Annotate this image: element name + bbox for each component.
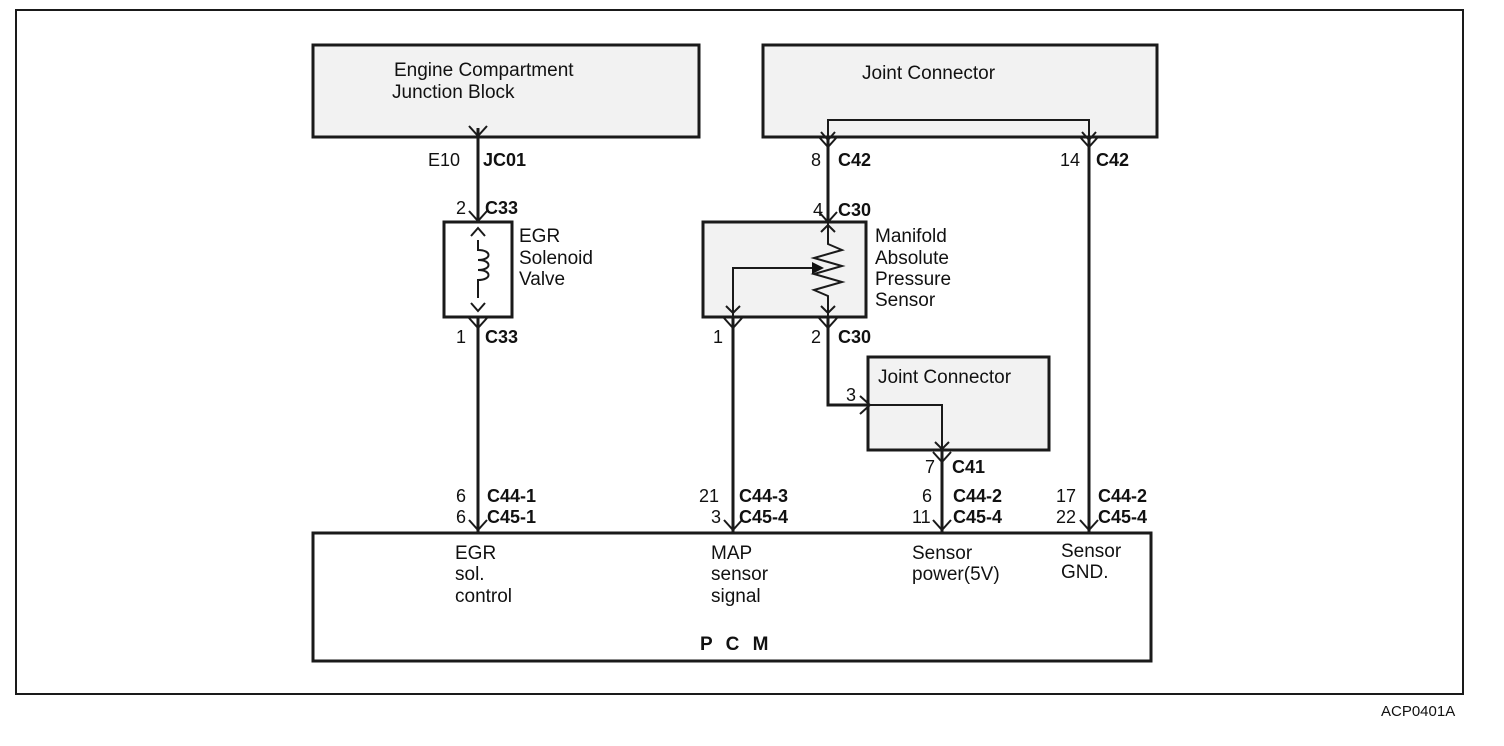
- pin-c33-top-num: 2: [456, 198, 466, 218]
- egr-valve-label-1: EGR: [519, 226, 560, 247]
- pin-c42-left-num: 8: [811, 150, 821, 170]
- pin-c30-top-num: 4: [813, 200, 823, 220]
- pin-c41-num: 7: [925, 457, 935, 477]
- connector-jc01: JC01: [483, 150, 526, 170]
- pcm-block: [311, 531, 1153, 663]
- connector-c33-bot: C33: [485, 327, 518, 347]
- egr-valve-label-3: Valve: [519, 269, 565, 290]
- sensor-ground-wire: [1079, 136, 1099, 533]
- joint-connector-small-label: Joint Connector: [878, 367, 1012, 388]
- connector-gnd-c45: C45-4: [1098, 507, 1147, 527]
- pin-joint-3: 3: [846, 385, 856, 405]
- pcm-egr-label-1: EGR: [455, 543, 496, 564]
- pin-egr-c44-num: 6: [456, 486, 466, 506]
- connector-c30-top: C30: [838, 200, 871, 220]
- pin-gnd-c44-num: 17: [1056, 486, 1076, 506]
- connector-c42-right: C42: [1096, 150, 1129, 170]
- connector-pwr-c45: C45-4: [953, 507, 1002, 527]
- map-sensor-box: [701, 220, 868, 319]
- diagram-frame: [15, 9, 1464, 695]
- map-signal-wire: [723, 317, 743, 533]
- egr-valve-label-2: Solenoid: [519, 248, 593, 269]
- pin-map-c45-num: 3: [711, 507, 721, 527]
- figure-reference-code: ACP0401A: [1381, 703, 1455, 720]
- pcm-gnd-label-1: Sensor: [1061, 541, 1122, 562]
- pin-map-c44-num: 21: [699, 486, 719, 506]
- pcm-power-label-1: Sensor: [912, 543, 973, 564]
- connector-egr-c44: C44-1: [487, 486, 536, 506]
- pcm-power-label-2: power(5V): [912, 564, 1000, 585]
- pcm-gnd-label-2: GND.: [1061, 562, 1109, 583]
- connector-map-c44: C44-3: [739, 486, 788, 506]
- connector-c33-top: C33: [485, 198, 518, 218]
- map-sensor-label-2: Absolute: [875, 248, 949, 269]
- pin-pwr-c45-num: 11: [912, 507, 931, 527]
- connector-pwr-c44: C44-2: [953, 486, 1002, 506]
- ecjb-label-line1: Engine Compartment: [394, 60, 574, 81]
- engine-compartment-junction-block: [311, 43, 701, 139]
- connector-c42-left: C42: [838, 150, 871, 170]
- map-ground-wire: [818, 317, 952, 533]
- pin-egr-c45-num: 6: [456, 507, 466, 527]
- map-sensor-label-1: Manifold: [875, 226, 947, 247]
- ecjb-label-line2: Junction Block: [392, 82, 515, 103]
- map-sensor-label-4: Sensor: [875, 290, 936, 311]
- joint-connector-top: [761, 43, 1159, 139]
- pin-pwr-c44-num: 6: [922, 486, 932, 506]
- pcm-egr-label-3: control: [455, 586, 512, 607]
- pin-c42-right-num: 14: [1060, 150, 1080, 170]
- egr-circuit-wire: [468, 125, 490, 533]
- pcm-map-label-3: signal: [711, 586, 761, 607]
- pin-e10: E10: [428, 150, 460, 170]
- pin-c30-bot-num: 2: [811, 327, 821, 347]
- connector-gnd-c44: C44-2: [1098, 486, 1147, 506]
- map-sensor-supply-wire: [725, 136, 846, 317]
- map-sensor-label-3: Pressure: [875, 269, 951, 290]
- pin-gnd-c45-num: 22: [1056, 507, 1076, 527]
- connector-c30-bot: C30: [838, 327, 871, 347]
- connector-egr-c45: C45-1: [487, 507, 536, 527]
- connector-c41: C41: [952, 457, 985, 477]
- pcm-label: P C M: [700, 634, 772, 655]
- pin-c33-bot-num: 1: [456, 327, 466, 347]
- pcm-map-label-1: MAP: [711, 543, 752, 564]
- pcm-egr-label-2: sol.: [455, 564, 485, 585]
- pin-map-1: 1: [713, 327, 723, 347]
- joint-connector-top-label: Joint Connector: [862, 63, 996, 84]
- pcm-map-label-2: sensor: [711, 564, 769, 585]
- connector-map-c45: C45-4: [739, 507, 788, 527]
